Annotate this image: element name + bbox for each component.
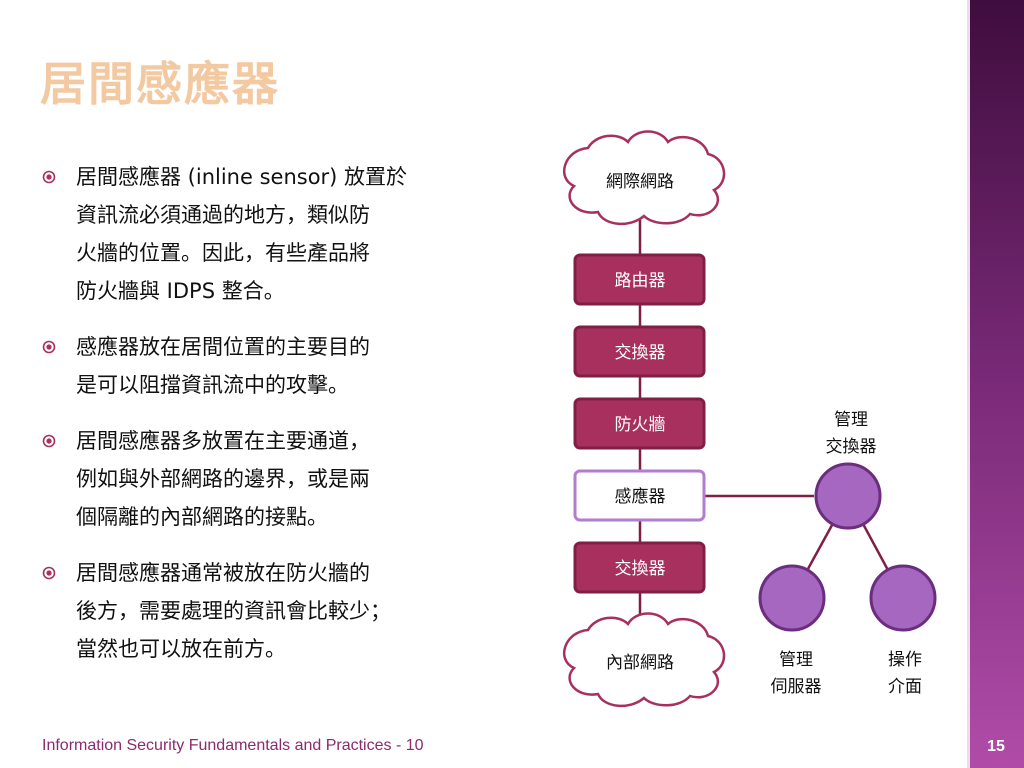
bullet-item: 感應器放在居間位置的主要目的 是可以阻擋資訊流中的攻擊。: [42, 328, 482, 404]
router-label: 路由器: [615, 271, 666, 291]
intranet-cloud: 內部網路: [563, 612, 726, 707]
mgmt-server-node: [758, 564, 826, 632]
bullet-line: 當然也可以放在前方。: [76, 637, 286, 661]
cloud-shape: [563, 612, 726, 707]
switch-box-2: 交換器: [573, 541, 706, 594]
bullet-line: 居間感應器 (inline sensor) 放置於: [76, 165, 408, 189]
console-label-line1: 操作: [888, 650, 922, 670]
sensor-box: 感應器: [573, 469, 706, 522]
console-label-line2: 介面: [888, 677, 922, 697]
switch-label-2: 交換器: [615, 559, 666, 579]
router-rect: [573, 253, 706, 306]
router-box: 路由器: [573, 253, 706, 306]
footer-course-title: Information Security Fundamentals and Pr…: [42, 737, 424, 754]
bullet-line: 是可以阻擋資訊流中的攻擊。: [76, 373, 349, 397]
cloud-shape: [563, 130, 726, 225]
bullet-circle-icon: [42, 566, 56, 580]
bullet-line: 居間感應器通常被放在防火牆的: [76, 561, 370, 585]
bullet-item: 居間感應器通常被放在防火牆的 後方，需要處理的資訊會比較少； 當然也可以放在前方…: [42, 554, 482, 668]
firewall-box: 防火牆: [573, 397, 706, 450]
mgmt-switch-node: [814, 462, 882, 530]
bullet-line: 防火牆與 IDPS 整合。: [76, 279, 285, 303]
internet-label: 網際網路: [606, 172, 674, 192]
bullet-list: 居間感應器 (inline sensor) 放置於 資訊流必須通過的地方，類似防…: [42, 158, 482, 686]
firewall-rect: [573, 397, 706, 450]
bullet-line: 感應器放在居間位置的主要目的: [76, 335, 370, 359]
mgmt-switch-label-line2: 交換器: [826, 437, 877, 457]
slide-title: 居間感應器: [40, 57, 280, 111]
sensor-rect: [573, 469, 706, 522]
internet-cloud: 網際網路: [563, 130, 726, 225]
side-decoration-band: [967, 0, 1024, 768]
mgmt-switch-label-line1: 管理: [834, 410, 868, 430]
bullet-circle-icon: [42, 434, 56, 448]
intranet-label: 內部網路: [606, 653, 674, 673]
bullet-line: 後方，需要處理的資訊會比較少；: [76, 599, 391, 623]
bullet-line: 居間感應器多放置在主要通道，: [76, 429, 370, 453]
switch-label-1: 交換器: [615, 343, 666, 363]
firewall-label: 防火牆: [615, 415, 666, 435]
sensor-label: 感應器: [615, 486, 666, 507]
page-number: 15: [987, 738, 1005, 755]
bullet-line: 資訊流必須通過的地方，類似防: [76, 203, 370, 227]
mgmt-server-label-line1: 管理: [779, 650, 813, 670]
bullet-circle-icon: [42, 340, 56, 354]
bullet-line: 例如與外部網路的邊界，或是兩: [76, 467, 370, 491]
bullet-item: 居間感應器多放置在主要通道， 例如與外部網路的邊界，或是兩 個隔離的內部網路的接…: [42, 422, 482, 536]
bullet-line: 火牆的位置。因此，有些產品將: [76, 241, 370, 265]
console-node: [869, 564, 937, 632]
switch-rect-1: [573, 325, 706, 378]
bullet-circle-icon: [42, 170, 56, 184]
switch-box-1: 交換器: [573, 325, 706, 378]
bullet-line: 個隔離的內部網路的接點。: [76, 505, 328, 529]
bullet-item: 居間感應器 (inline sensor) 放置於 資訊流必須通過的地方，類似防…: [42, 158, 482, 310]
switch-rect-2: [573, 541, 706, 594]
mgmt-server-label-line2: 伺服器: [771, 677, 822, 697]
